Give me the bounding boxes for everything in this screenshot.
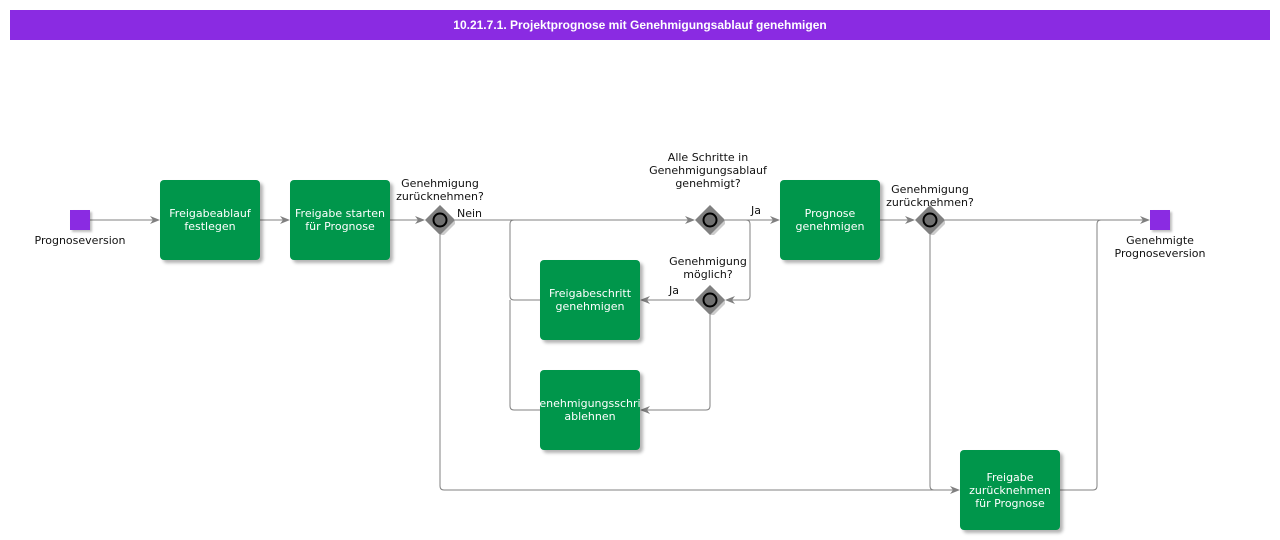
task-label: Prognose genehmigen bbox=[795, 207, 865, 233]
flow-freigabe-zuruecknehmen-to-end bbox=[1060, 219, 1102, 491]
gateway2-label: Alle Schritte in Genehmigungsablauf gene… bbox=[649, 151, 767, 190]
start-event[interactable] bbox=[70, 210, 90, 230]
task-freigabeschritt-genehmigen[interactable]: Freigabeschritt genehmigen bbox=[540, 260, 640, 340]
gateway1-label: Genehmigung zurücknehmen? bbox=[396, 177, 484, 203]
task-label: Genehmigungsschritt ablehnen bbox=[540, 397, 640, 423]
gateway3-label: Genehmigung möglich? bbox=[669, 255, 747, 281]
task-label: Freigabeablauf festlegen bbox=[169, 207, 251, 233]
gateway-genehmigung-moeglich[interactable] bbox=[695, 285, 725, 315]
task-label: Freigabeschritt genehmigen bbox=[548, 287, 632, 313]
inclusive-gateway-icon bbox=[702, 292, 718, 308]
gateway-genehmigung-zuruecknehmen-1[interactable] bbox=[425, 205, 455, 235]
gateway-alle-schritte-genehmigt[interactable] bbox=[695, 205, 725, 235]
inclusive-gateway-icon bbox=[432, 212, 448, 228]
task-genehmigungsschritt-ablehnen[interactable]: Genehmigungsschritt ablehnen bbox=[540, 370, 640, 450]
task-prognose-genehmigen[interactable]: Prognose genehmigen bbox=[780, 180, 880, 260]
flow-ablehnen-loop bbox=[509, 300, 540, 411]
flow-gateway3-to-ablehnen bbox=[640, 315, 711, 414]
task-freigabe-starten[interactable]: Freigabe starten für Prognose bbox=[290, 180, 390, 260]
task-label: Freigabe zurücknehmen für Prognose bbox=[969, 470, 1051, 510]
flow-gateway1-to-freigabe-zuruecknehmen bbox=[439, 235, 960, 494]
flow-label-ja-gateway3: Ja bbox=[669, 284, 679, 297]
inclusive-gateway-icon bbox=[702, 212, 718, 228]
end-event[interactable] bbox=[1150, 210, 1170, 230]
gateway-genehmigung-zuruecknehmen-2[interactable] bbox=[915, 205, 945, 235]
task-freigabeablauf-festlegen[interactable]: Freigabeablauf festlegen bbox=[160, 180, 260, 260]
diagram-title: 10.21.7.1. Projektprognose mit Genehmigu… bbox=[10, 10, 1270, 40]
flow-label-nein: Nein bbox=[457, 207, 483, 220]
flow-freigabeschritt-loop bbox=[509, 219, 540, 301]
end-event-label: Genehmigte Prognoseversion bbox=[1114, 234, 1206, 260]
flow-label-ja-gateway2: Ja bbox=[751, 204, 761, 217]
inclusive-gateway-icon bbox=[922, 212, 938, 228]
start-event-label: Prognoseversion bbox=[34, 234, 126, 247]
flow-gateway4-to-freigabe-zuruecknehmen bbox=[929, 235, 935, 491]
gateway4-label: Genehmigung zurücknehmen? bbox=[886, 183, 974, 209]
flow-gateway2-to-gateway3 bbox=[725, 219, 751, 304]
task-freigabe-zuruecknehmen[interactable]: Freigabe zurücknehmen für Prognose bbox=[960, 450, 1060, 530]
task-label: Freigabe starten für Prognose bbox=[295, 207, 385, 233]
